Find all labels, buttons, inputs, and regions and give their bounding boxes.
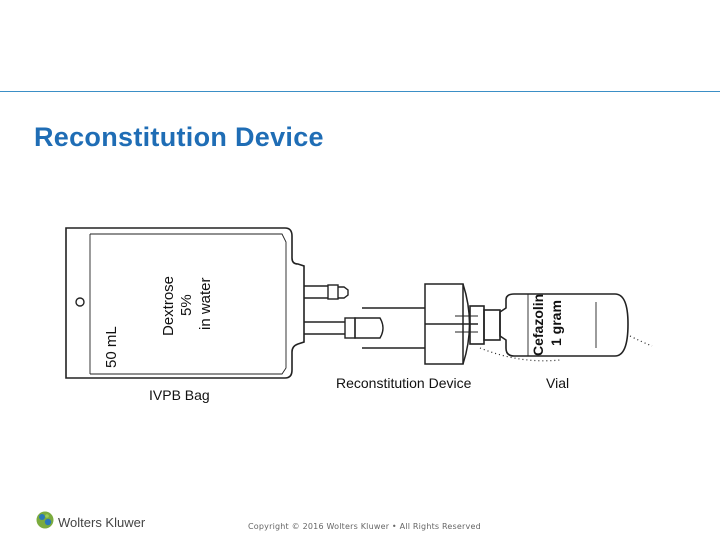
ivpb-bag (65, 227, 305, 379)
reconstitution-diagram: 50 mL Dextrose 5% in water Cefazolin 1 g… (60, 218, 670, 408)
logo-wordmark: Wolters Kluwer (58, 515, 146, 530)
bag-volume-label: 50 mL (103, 326, 120, 368)
wolters-kluwer-globe-icon (36, 511, 54, 534)
vial-drug-line1: Cefazolin (530, 294, 546, 356)
copyright-notice: Copyright © 2016 Wolters Kluwer • All Ri… (248, 522, 481, 531)
vial-drug-line2: 1 gram (548, 300, 564, 346)
reconstitution-device (362, 283, 478, 365)
vial (469, 293, 653, 362)
header-rule (0, 91, 720, 92)
vial-caption: Vial (546, 375, 569, 391)
bag-caption: IVPB Bag (149, 387, 210, 403)
bag-solution-line2: 5% (178, 294, 195, 316)
bag-solution-line3: in water (197, 277, 214, 330)
bag-solution-line1: Dextrose (160, 276, 177, 336)
bag-ports (304, 284, 384, 339)
wolters-kluwer-logo: Wolters Kluwer (36, 511, 145, 534)
slide-title: Reconstitution Device (34, 122, 324, 152)
device-caption: Reconstitution Device (336, 375, 472, 391)
